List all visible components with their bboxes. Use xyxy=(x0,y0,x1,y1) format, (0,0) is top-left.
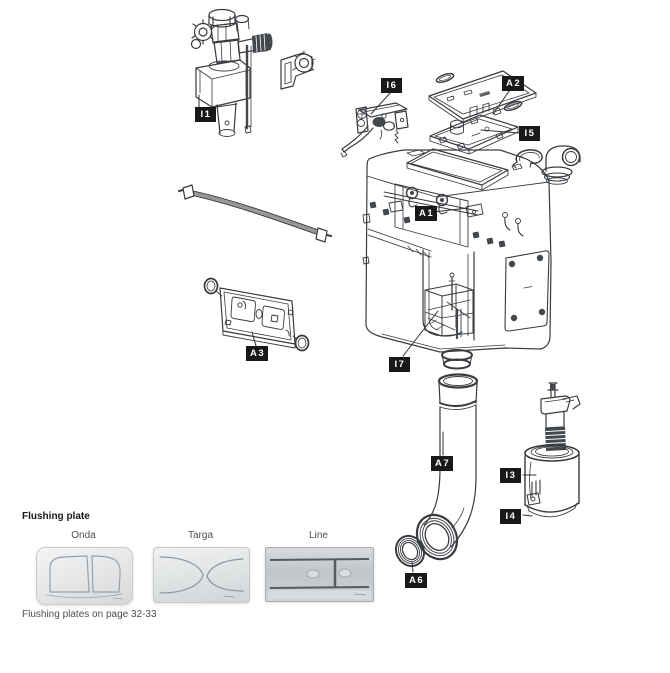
plate-caption-onda: Onda xyxy=(71,530,96,541)
flushing-plate-footnote: Flushing plates on page 32-33 xyxy=(22,609,157,620)
part-label-i1: I1 xyxy=(195,107,216,122)
cistern-lid-drawing xyxy=(428,70,537,125)
part-label-a1: A1 xyxy=(415,206,438,221)
flush-plate-targa-image xyxy=(153,547,250,603)
flushing-plate-heading: Flushing plate xyxy=(22,511,90,522)
valve-bracket-drawing xyxy=(280,50,316,90)
plate-caption-targa: Targa xyxy=(187,530,213,541)
supply-hose-drawing xyxy=(178,184,332,243)
seal-ring-drawing xyxy=(394,534,426,568)
part-label-a2: A2 xyxy=(502,76,525,91)
exploded-diagram-art xyxy=(178,8,581,573)
flush-plate-line-image xyxy=(265,547,374,602)
exploded-diagram: I1 I6 A2 I5 A1 A3 I7 A7 A6 I3 I4 xyxy=(178,8,581,588)
flush-plate-onda-image xyxy=(36,547,133,605)
part-label-i4: I4 xyxy=(500,509,521,524)
elbow-connector-drawing xyxy=(541,145,581,185)
leader-lines xyxy=(198,89,537,573)
part-label-a3: A3 xyxy=(246,346,269,361)
cistern-tank-drawing xyxy=(362,148,552,370)
part-label-i5: I5 xyxy=(519,126,540,141)
part-label-a6: A6 xyxy=(405,573,428,588)
plate-caption-line: Line xyxy=(309,530,328,541)
mounting-plate-drawing xyxy=(203,277,310,352)
service-frame-drawing xyxy=(429,102,519,155)
fill-valve-drawing xyxy=(190,8,273,137)
part-label-a7: A7 xyxy=(431,456,454,471)
retaining-clamp-drawing xyxy=(511,149,543,171)
part-label-i6: I6 xyxy=(381,78,402,93)
flush-valve-drawing xyxy=(524,382,581,518)
part-label-i7: I7 xyxy=(389,357,410,372)
actuator-unit-drawing xyxy=(340,102,409,158)
part-label-i3: I3 xyxy=(500,468,521,483)
